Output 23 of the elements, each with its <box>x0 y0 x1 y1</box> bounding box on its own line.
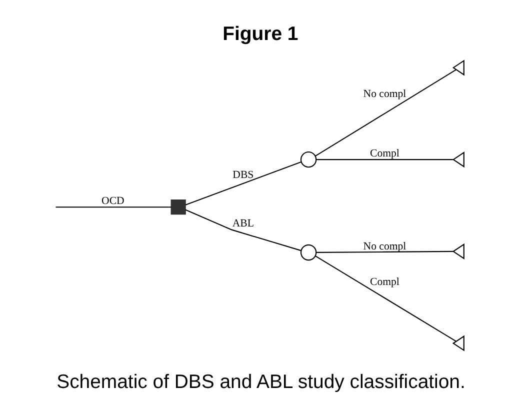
connector <box>56 206 172 208</box>
edge-label: Compl <box>370 147 400 160</box>
node-triangle <box>452 335 464 352</box>
connector <box>315 69 456 157</box>
node-triangle <box>452 243 464 260</box>
connector <box>185 161 302 206</box>
connector <box>185 209 302 252</box>
connector <box>316 250 454 253</box>
connector <box>316 159 454 160</box>
node-triangle <box>452 152 464 168</box>
node-circle <box>300 151 317 168</box>
node-circle <box>300 244 317 261</box>
connector <box>315 255 456 342</box>
node-triangle <box>452 60 464 76</box>
edge-label: Compl <box>370 276 400 288</box>
edge-label: OCD <box>102 194 124 207</box>
edge-label: ABL <box>232 218 254 230</box>
edge-label: DBS <box>232 168 254 181</box>
node-box <box>170 200 186 215</box>
edge-label: No compl <box>363 88 406 100</box>
diagram-title: Figure 1 <box>222 23 298 46</box>
caption: Schematic of DBS and ABL study classification. <box>56 371 466 394</box>
edge-label: No compl <box>363 240 406 252</box>
